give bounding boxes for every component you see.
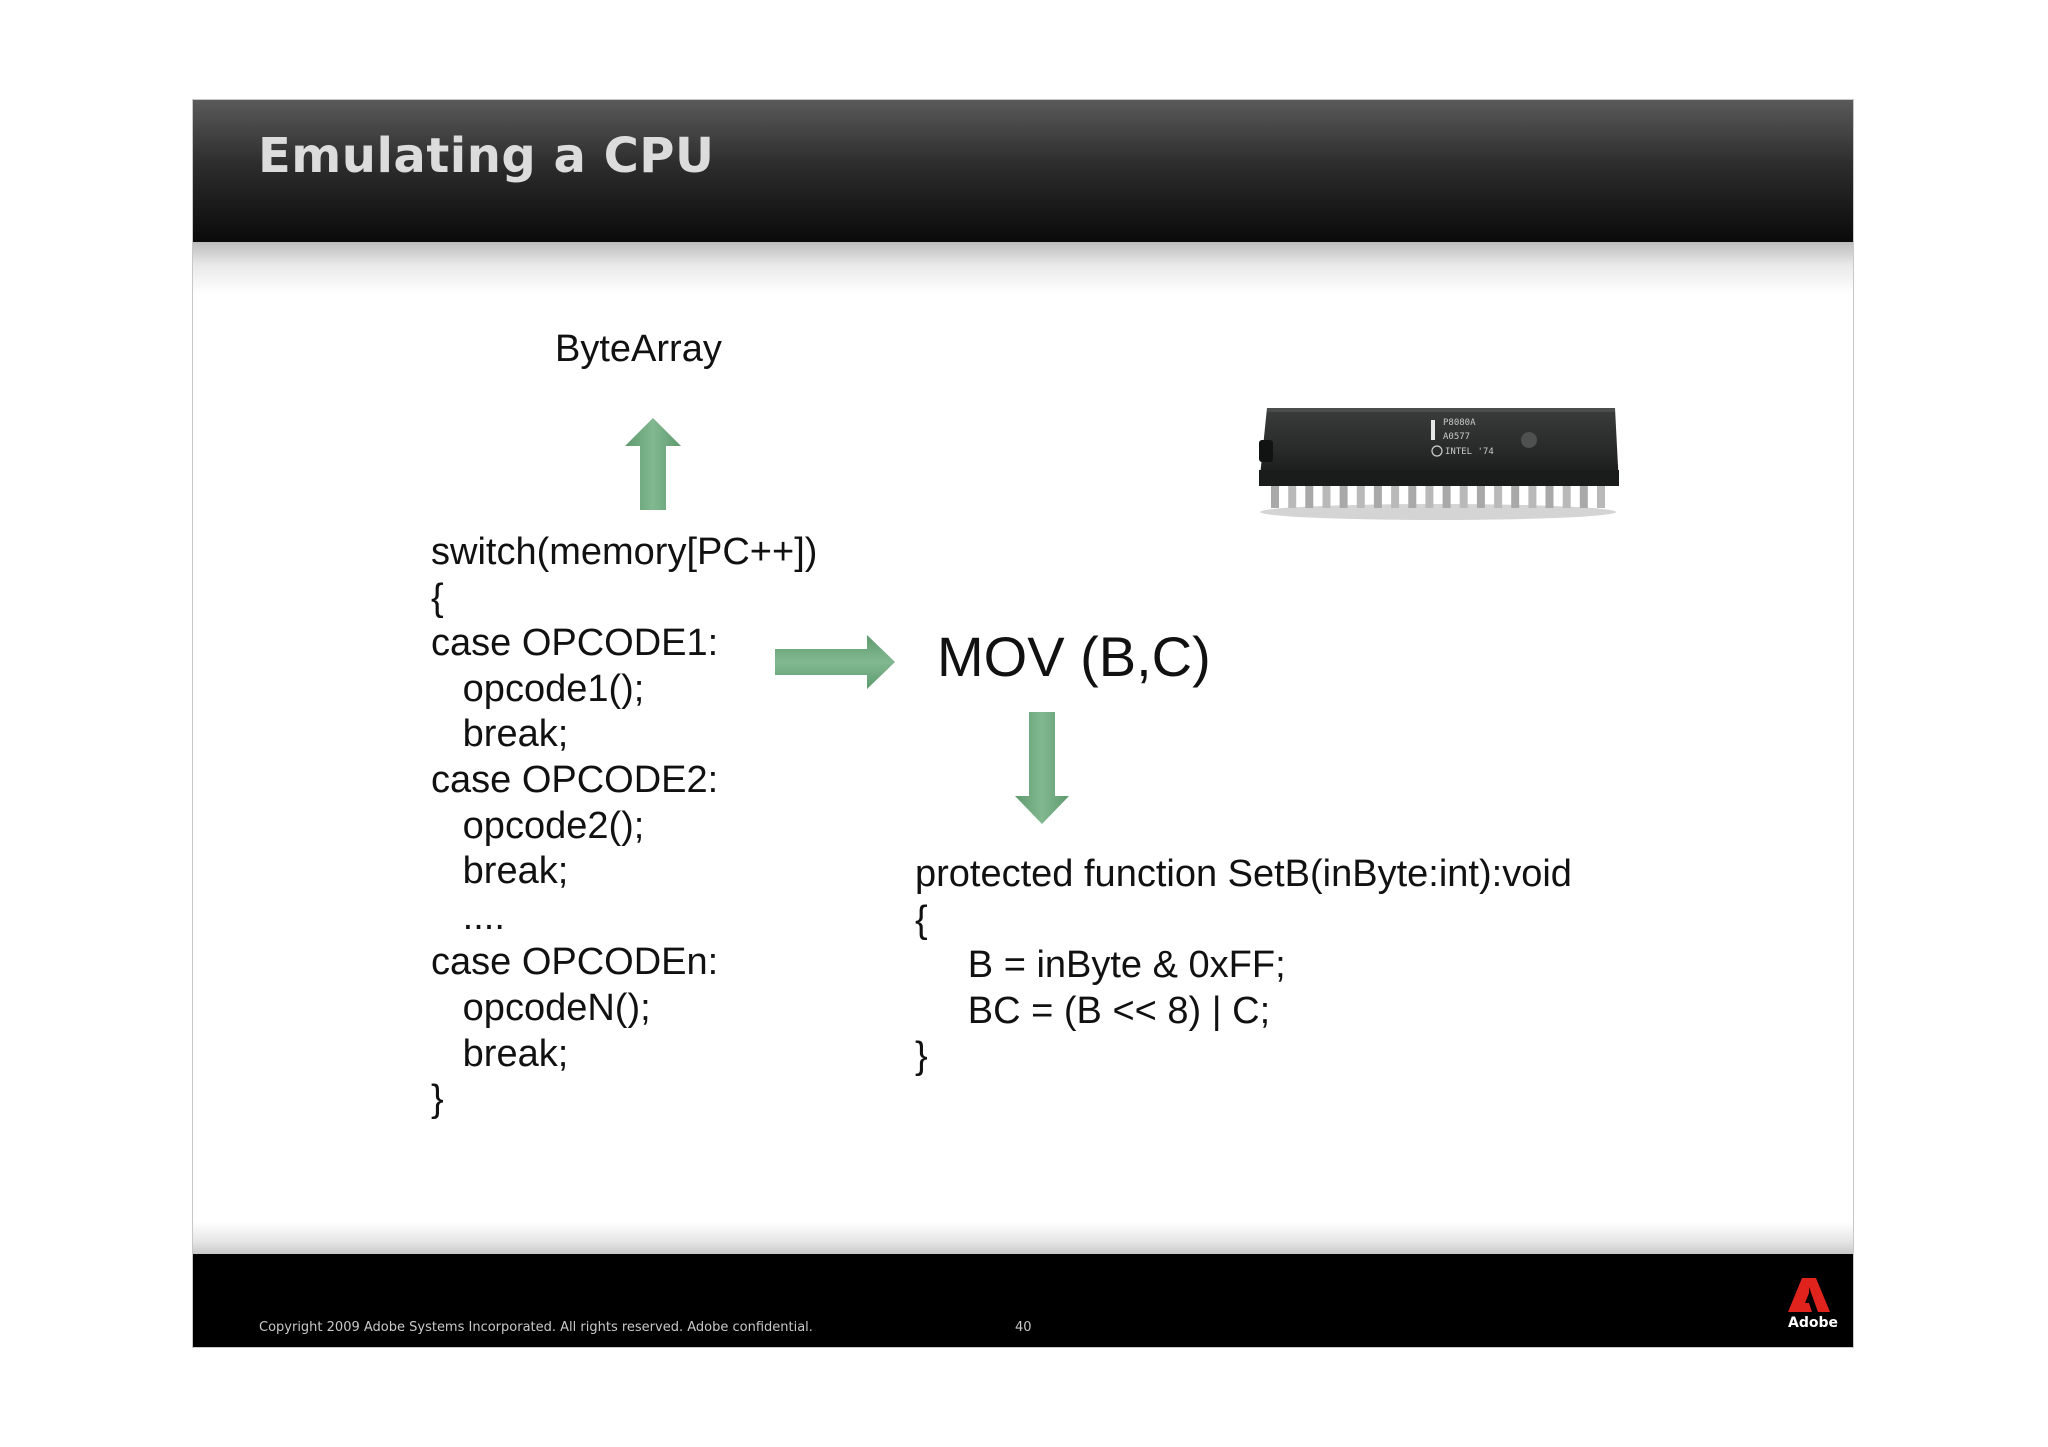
up-arrow-icon: [625, 418, 681, 510]
bytearray-label: ByteArray: [555, 328, 722, 370]
chip-pin: [1494, 484, 1503, 508]
right-arrow-icon: [775, 635, 895, 689]
cpu-chip-image: P8080A A0577 INTEL '74: [1259, 408, 1619, 520]
page-number: 40: [1015, 1320, 1032, 1335]
chip-text-line3: INTEL '74: [1445, 447, 1494, 457]
header-bar: Emulating a CPU: [193, 100, 1853, 242]
chip-pin: [1408, 484, 1417, 508]
chip-pin: [1511, 484, 1520, 508]
chip-pin: [1459, 484, 1468, 508]
switch-code-block: switch(memory[PC++]) { case OPCODE1: opc…: [431, 531, 818, 1121]
slide-title: Emulating a CPU: [258, 128, 715, 184]
chip-pin: [1322, 484, 1331, 508]
chip-pin: [1528, 484, 1537, 508]
chip-text-line1: P8080A: [1443, 418, 1476, 428]
chip-pin: [1288, 484, 1297, 508]
chip-pin: [1545, 484, 1554, 508]
copyright-notice: Copyright 2009 Adobe Systems Incorporate…: [259, 1320, 813, 1335]
slide: Emulating a CPU ByteArray switch(memory[…: [192, 99, 1854, 1348]
chip-pin: [1442, 484, 1451, 508]
chip-pin: [1305, 484, 1314, 508]
chip-pin: [1425, 484, 1434, 508]
down-arrow-icon: [1015, 712, 1069, 824]
footer-bar: Copyright 2009 Adobe Systems Incorporate…: [193, 1254, 1853, 1347]
footer-shadow: [193, 1222, 1853, 1254]
chip-pins: [1271, 484, 1605, 508]
chip-pin: [1391, 484, 1400, 508]
header-shadow: [193, 242, 1853, 294]
adobe-wordmark: Adobe: [1788, 1315, 1838, 1331]
chip-pin: [1579, 484, 1588, 508]
chip-pin: [1476, 484, 1485, 508]
chip-pin: [1356, 484, 1365, 508]
chip-pin: [1271, 484, 1279, 508]
adobe-logo: Adobe: [1788, 1278, 1838, 1336]
adobe-logo-icon: [1788, 1278, 1830, 1312]
setb-function-code-block: protected function SetB(inByte:int):void…: [915, 853, 1572, 1078]
chip-pin: [1339, 484, 1348, 508]
chip-pin: [1597, 484, 1605, 508]
mov-instruction-label: MOV (B,C): [937, 625, 1211, 688]
chip-pin: [1562, 484, 1571, 508]
chip-text-line2: A0577: [1443, 432, 1470, 442]
chip-pin: [1373, 484, 1382, 508]
